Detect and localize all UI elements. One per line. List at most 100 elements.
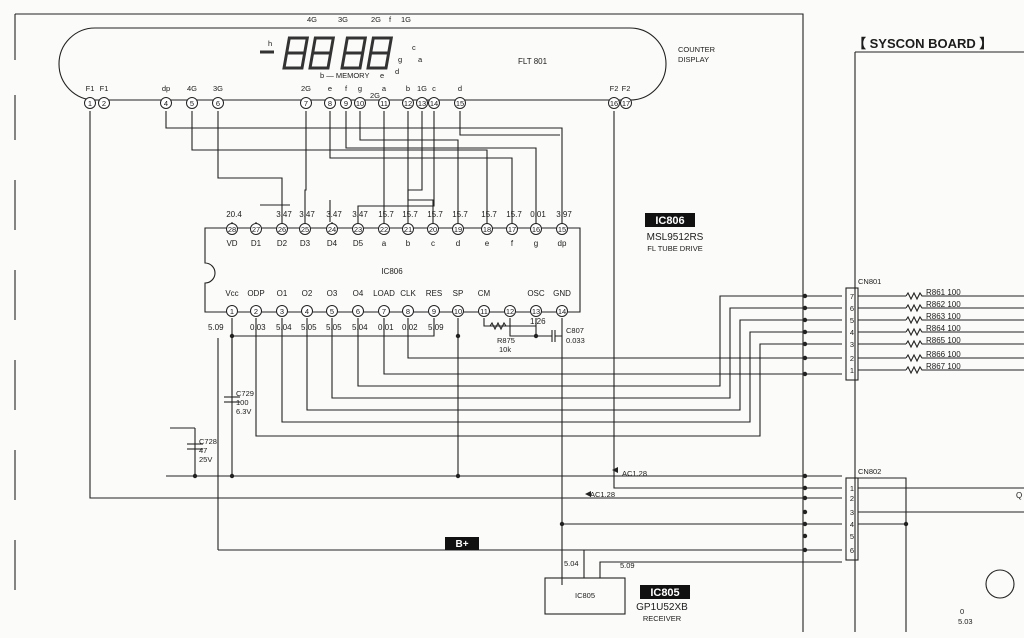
ic806-pin-number: 7 bbox=[382, 307, 386, 316]
ic806-pin-number: 12 bbox=[506, 307, 514, 316]
ic806-pin-number: 4 bbox=[305, 307, 309, 316]
ic806-pin-name: LOAD bbox=[373, 289, 395, 298]
ic806-top-pin bbox=[556, 223, 568, 235]
flt-pin-number: 2 bbox=[102, 99, 106, 108]
cn802-pin-number: 3 bbox=[850, 508, 854, 517]
ic806-pin-name: c bbox=[431, 239, 435, 248]
cn802-right-wires bbox=[858, 477, 1024, 632]
ic806-pin-number: 23 bbox=[354, 225, 362, 234]
ic806-pin-name: d bbox=[456, 239, 460, 248]
ic806-bottom-pin bbox=[326, 305, 338, 317]
ic806-bottom-pins: 1Vcc5.092ODP0.033O15.044O25.055O35.056O4… bbox=[208, 289, 571, 332]
ic806-center-label: IC806 bbox=[381, 267, 403, 276]
flt-pin-number: 14 bbox=[430, 99, 438, 108]
ic806-top-pin bbox=[226, 223, 238, 235]
ic806-pin-number: 21 bbox=[404, 225, 412, 234]
flt-pin-number: 1 bbox=[88, 99, 92, 108]
ic806-pin-number: 1 bbox=[230, 307, 234, 316]
ic806-pin-voltage: 15.7 bbox=[481, 210, 497, 219]
ic806-bottom-pin bbox=[428, 305, 440, 317]
cn801-pin-number: 4 bbox=[850, 328, 854, 337]
resistor-symbol bbox=[905, 365, 1024, 375]
display-label: DISPLAY bbox=[678, 55, 709, 64]
ic806-pin-number: 3 bbox=[280, 307, 284, 316]
flt-pin-number: 6 bbox=[216, 99, 220, 108]
c729-value: 100 bbox=[236, 398, 249, 407]
ic806-top-pin bbox=[481, 223, 493, 235]
wire-junction bbox=[903, 521, 909, 527]
ic806-top-pin bbox=[326, 223, 338, 235]
ic806-pin-voltage: 5.05 bbox=[301, 323, 317, 332]
flt-pin bbox=[378, 97, 390, 109]
ic806-pin-voltage: 1.26 bbox=[530, 317, 546, 326]
flt-inner-label: e bbox=[380, 71, 384, 80]
flt-grid-label: 3G bbox=[338, 15, 348, 24]
ic806-pin-name: OSC bbox=[527, 289, 545, 298]
flt-pin-label: e bbox=[328, 84, 332, 93]
ic806-pin-voltage: 15.7 bbox=[378, 210, 394, 219]
flt-pin bbox=[186, 97, 198, 109]
cn801-resistor-label: R864 100 bbox=[926, 324, 961, 333]
cn801-label: CN801 bbox=[858, 277, 881, 286]
counter-label: COUNTER bbox=[678, 45, 716, 54]
ic806-pin-number: 14 bbox=[558, 307, 566, 316]
cn802-pin-number: 4 bbox=[850, 520, 854, 529]
ic806-pin-name: O1 bbox=[277, 289, 288, 298]
ic806-pin-voltage: 15.7 bbox=[452, 210, 468, 219]
ic806-pin-number: 10 bbox=[454, 307, 462, 316]
ic806-pin-name: RES bbox=[426, 289, 442, 298]
cn801-resistor-label: R865 100 bbox=[926, 336, 961, 345]
ic806-pin-number: 17 bbox=[508, 225, 516, 234]
flt-grid-label: f bbox=[389, 15, 392, 24]
flt-inner-label: c bbox=[412, 43, 416, 52]
flt-pin-label: F1 bbox=[86, 84, 95, 93]
bplus-badge-bg bbox=[445, 537, 479, 550]
flt-pin bbox=[454, 97, 466, 109]
cn801-pin-number: 1 bbox=[850, 366, 854, 375]
ic806-badge-bg bbox=[645, 213, 695, 227]
ic806-bottom-pin bbox=[504, 305, 516, 317]
ic806-pin-name: g bbox=[534, 239, 538, 248]
flt-pin-label: F2 bbox=[610, 84, 619, 93]
ic806-pin-number: 16 bbox=[532, 225, 540, 234]
ic805-part-number: GP1U52XB bbox=[636, 602, 688, 613]
cn802-pin-number: 2 bbox=[850, 494, 854, 503]
resistor-symbol bbox=[905, 303, 1024, 313]
ic806-pin-name: D2 bbox=[277, 239, 288, 248]
ic806-pin-voltage: 3.47 bbox=[352, 210, 368, 219]
ic806-pin-number: 19 bbox=[454, 225, 462, 234]
flt-pin-number: 8 bbox=[328, 99, 332, 108]
flt-pin-label: F2 bbox=[622, 84, 631, 93]
right-edge-label-q: Q bbox=[1016, 491, 1022, 500]
ic806-pin-voltage: 5.04 bbox=[352, 323, 368, 332]
flt-pin-label: g bbox=[358, 84, 362, 93]
ic806-bottom-pin bbox=[301, 305, 313, 317]
ic805-body bbox=[544, 577, 626, 615]
c728-label: C728 bbox=[199, 437, 217, 446]
flt-pin bbox=[608, 97, 620, 109]
arrow-icon bbox=[585, 467, 618, 497]
ic806-pin-voltage: 0.03 bbox=[250, 323, 266, 332]
ic806-pin-name: VD bbox=[226, 239, 237, 248]
flt-inner-label: d bbox=[395, 67, 399, 76]
ic806-pin-voltage: 3.97 bbox=[556, 210, 572, 219]
cn801-resistor-label: R866 100 bbox=[926, 350, 961, 359]
flt-pin bbox=[340, 97, 352, 109]
ic806-top-pin bbox=[402, 223, 414, 235]
flt-pin-label: 3G bbox=[213, 84, 223, 93]
ic806-top-pin bbox=[250, 223, 262, 235]
cn802-body bbox=[845, 477, 859, 561]
ic806-pin-voltage: 5.04 bbox=[276, 323, 292, 332]
resistor-symbol bbox=[905, 291, 1024, 301]
ic806-top-pins: 28VD20.427D126D23.4725D33.4724D43.4723D5… bbox=[226, 210, 572, 248]
flt-pin-number: 10 bbox=[356, 99, 364, 108]
ic806-pin-voltage: 0.01 bbox=[530, 210, 546, 219]
cn801-resistor-label: R867 100 bbox=[926, 362, 961, 371]
resistor-symbol bbox=[905, 327, 1024, 337]
flt-pin-label: F1 bbox=[100, 84, 109, 93]
flt801-label: FLT 801 bbox=[518, 57, 548, 66]
ic806-pin-name: D1 bbox=[251, 239, 262, 248]
